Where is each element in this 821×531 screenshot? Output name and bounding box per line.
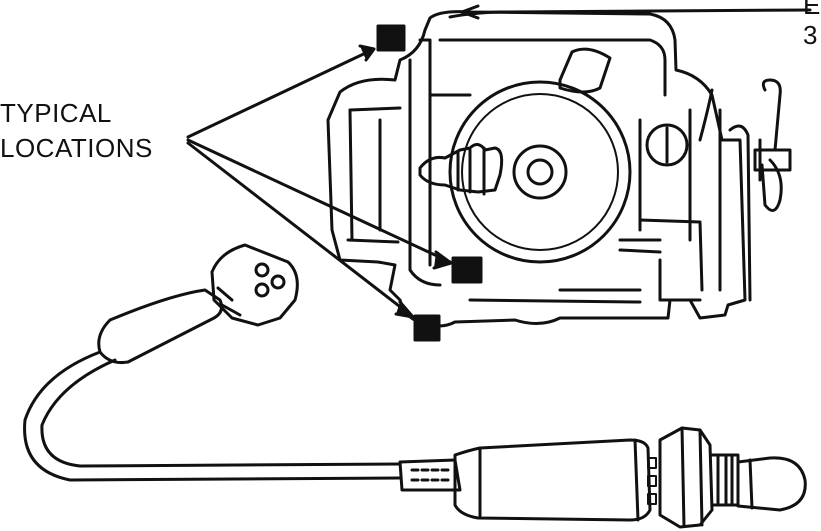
corner-label-line2: 3 [803, 20, 818, 50]
marker-middle [451, 256, 483, 284]
callout-leaders [186, 44, 453, 319]
callout-label-line1: TYPICAL [0, 98, 112, 128]
location-marker-icon [376, 24, 483, 342]
marker-top [376, 24, 406, 52]
marker-bottom [413, 314, 441, 342]
callout-label-line2: LOCATIONS [0, 133, 153, 163]
oxygen-sensor-icon [23, 243, 807, 529]
corner-label-line1: E [803, 0, 821, 20]
engine-block-icon [326, 4, 812, 328]
